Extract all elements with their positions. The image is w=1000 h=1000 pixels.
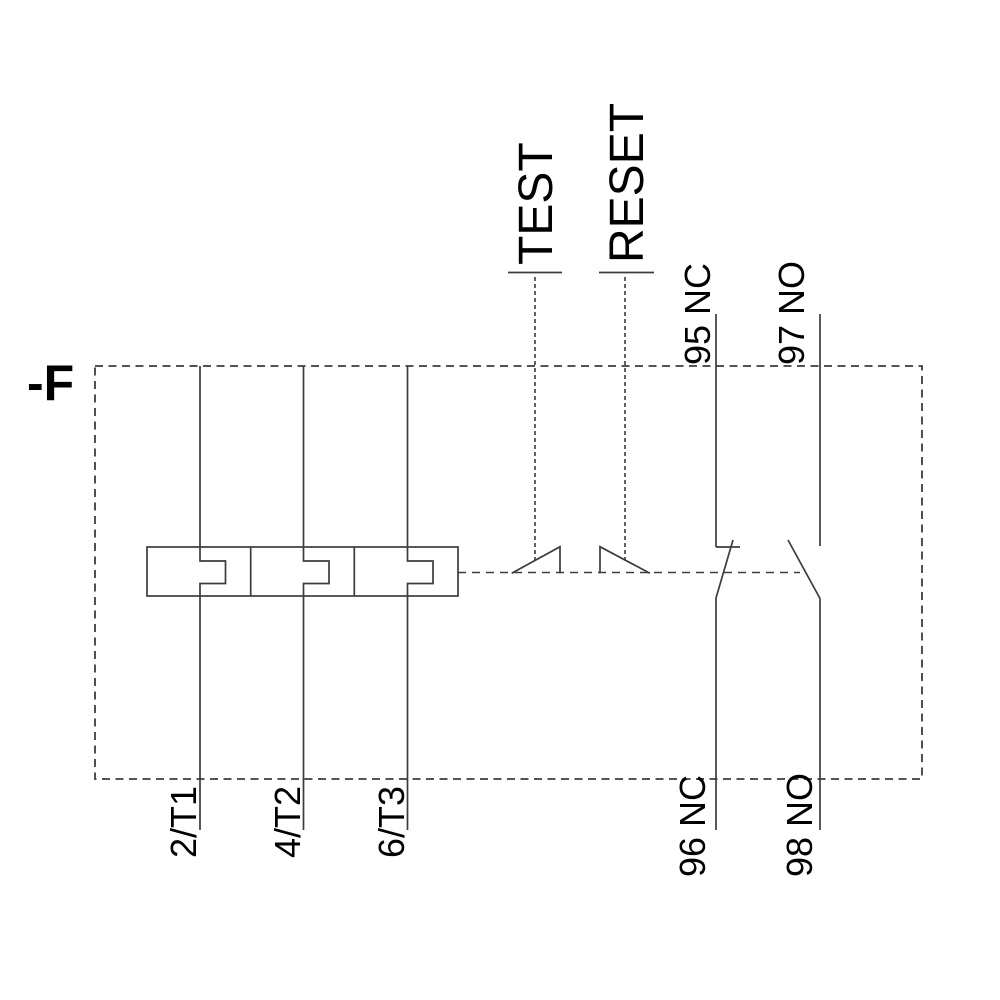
terminal-label-6t3: 6/T3 [371,786,412,858]
terminal-label-2t1: 2/T1 [163,786,204,858]
terminal-label-97no: 97 NO [771,261,812,365]
device-label: -F [27,355,74,411]
reset-actuator-wedge [599,545,651,575]
phase-wire-t2 [302,366,330,830]
terminal-label-96nc: 96 NC [672,775,713,877]
thermal-element-block [146,546,459,597]
test-button-label: TEST [510,142,563,265]
enclosure-border [94,365,923,780]
terminal-label-98no: 98 NO [779,773,820,877]
phase-wire-t1 [199,366,227,830]
no-contact-blade [787,539,821,599]
nc-contact-blade [715,539,734,599]
reset-button-label: RESET [601,103,654,263]
terminal-label-95nc: 95 NC [677,263,718,365]
terminal-label-4t2: 4/T2 [267,786,308,858]
phase-wire-t3 [406,366,434,830]
test-actuator-wedge [511,545,561,575]
